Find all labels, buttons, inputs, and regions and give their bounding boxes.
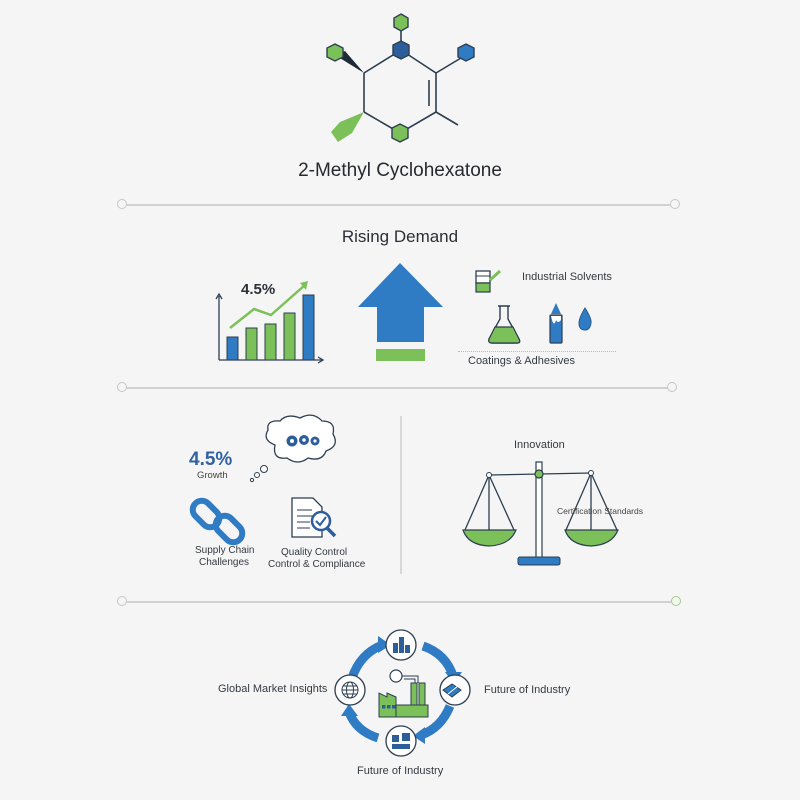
balance-scale-icon xyxy=(462,461,619,566)
supply-chain-label-line1: Supply Chain xyxy=(195,545,255,556)
growth-value: 4.5% xyxy=(189,449,233,470)
divider-node-left xyxy=(117,199,127,209)
factory-icon xyxy=(378,669,429,718)
section-divider xyxy=(127,204,670,206)
molecule-structure-icon xyxy=(326,13,475,143)
divider-node-right xyxy=(671,596,681,606)
flask-icon xyxy=(488,305,521,344)
section-divider xyxy=(127,387,667,389)
city-icon xyxy=(393,637,410,653)
divider-node-right xyxy=(667,382,677,392)
innovation-label: Innovation xyxy=(514,439,565,451)
vertical-divider xyxy=(400,416,402,574)
global-market-insights-label: Global Market Insights xyxy=(218,683,328,695)
quality-label-line1: Quality Control xyxy=(281,547,348,558)
application-industrial-solvents: Industrial Solvents xyxy=(522,271,612,283)
divider-node-left xyxy=(117,382,127,392)
future-of-industry-bottom-label: Future of Industry xyxy=(357,765,444,777)
broken-chain-icon xyxy=(189,497,246,546)
certification-standards-label: Certification Standards xyxy=(557,506,643,516)
bar-chart-growth-icon xyxy=(215,281,325,364)
divider-node-right xyxy=(670,199,680,209)
section-divider xyxy=(127,601,671,603)
application-coatings-adhesives: Coatings & Adhesives xyxy=(468,355,576,367)
handshake-icon xyxy=(442,683,462,698)
quality-label-line2: Control & Compliance xyxy=(268,559,366,570)
brain-gears-icon xyxy=(249,414,336,483)
future-of-industry-right-label: Future of Industry xyxy=(484,684,571,696)
supply-chain-label-line2: Challenges xyxy=(199,557,250,568)
section-title-rising-demand: Rising Demand xyxy=(341,227,459,246)
dropper-icon xyxy=(549,303,592,344)
globe-icon xyxy=(341,681,359,699)
industrial-plant-icon xyxy=(392,733,410,749)
paint-brush-icon xyxy=(475,269,502,293)
growth-chart-label: 4.5% xyxy=(241,281,276,298)
up-arrow-icon xyxy=(358,263,443,361)
divider-node-left xyxy=(117,596,127,606)
growth-label: Growth xyxy=(197,470,228,481)
molecule-name: 2-Methyl Cyclohexatone xyxy=(298,160,502,181)
document-magnifier-icon xyxy=(291,497,337,538)
application-divider xyxy=(458,351,616,352)
